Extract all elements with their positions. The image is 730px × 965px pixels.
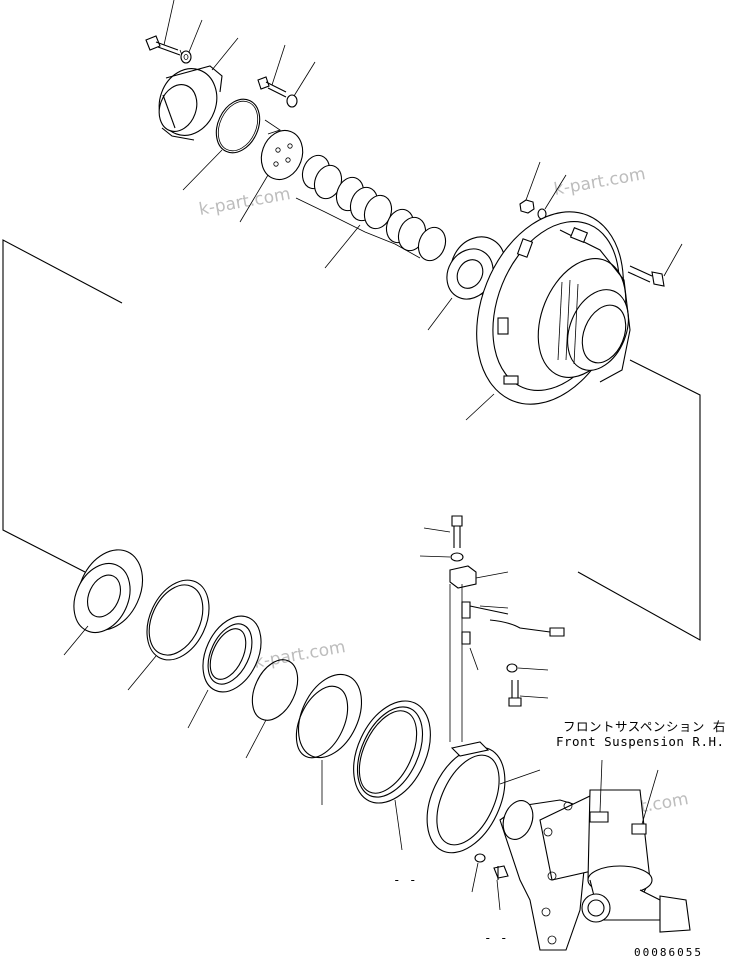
- sleeve: [295, 673, 363, 805]
- washer-top-left: [180, 19, 203, 64]
- assembly-outline-lines: [2, 239, 701, 641]
- watermark-2: k-part.com: [552, 164, 647, 200]
- retainer-cover: [158, 37, 239, 141]
- seal-ring: [187, 615, 262, 729]
- bolt-top-left: [145, 0, 183, 56]
- o-ring-top: [182, 98, 261, 191]
- washer-hub: [537, 174, 567, 220]
- shim-stack: [295, 154, 447, 269]
- washer-top-center: [286, 61, 316, 108]
- o-ring-lower: [245, 659, 299, 759]
- knuckle-housing: [499, 759, 691, 951]
- bolt-top-center: [257, 44, 287, 98]
- bearing-lower: [63, 549, 144, 656]
- bolt-hub: [627, 243, 683, 287]
- callout-mark-2: - -: [484, 930, 509, 945]
- wheel-hub: [465, 211, 631, 421]
- sensor-bracket-assembly: [419, 515, 565, 742]
- assembly-label-english: Front Suspension R.H.: [556, 734, 725, 749]
- washer-bottom: [471, 853, 486, 893]
- callout-mark-1: - -: [393, 872, 418, 887]
- spacer-ring: [127, 579, 210, 691]
- thrust-plate: [239, 119, 304, 223]
- bolt-bottom: [493, 865, 509, 911]
- bracket-ring: [426, 741, 541, 854]
- assembly-label-japanese: フロントサスペンション 右: [563, 719, 726, 734]
- nut-hub: [519, 161, 541, 214]
- drawing-number: 00086055: [634, 946, 703, 959]
- floating-seal: [353, 700, 431, 851]
